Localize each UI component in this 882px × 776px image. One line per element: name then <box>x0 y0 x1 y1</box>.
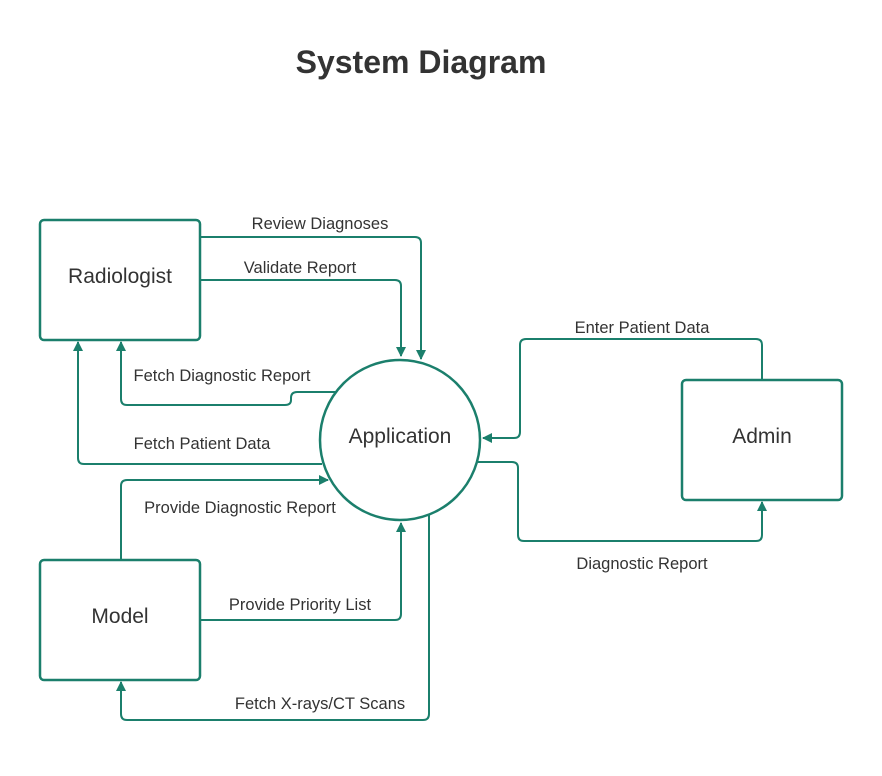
edge-fetch-xrays <box>116 514 430 721</box>
edge-enter-patient-data <box>482 338 763 443</box>
edge-provide-priority-list <box>200 522 406 621</box>
edge-label-provide-diagnostic-report: Provide Diagnostic Report <box>144 499 336 517</box>
edge-label-review-diagnoses: Review Diagnoses <box>252 215 389 233</box>
edge-review-diagnoses <box>200 236 426 360</box>
edge-fetch-patient-data <box>73 341 322 465</box>
edge-fetch-diagnostic-report <box>116 341 336 406</box>
edge-validate-report <box>200 279 406 357</box>
edge-provide-diagnostic-report <box>120 475 329 560</box>
edge-label-fetch-diagnostic-report: Fetch Diagnostic Report <box>134 367 311 385</box>
edge-label-enter-patient-data: Enter Patient Data <box>575 319 711 337</box>
edge-label-validate-report: Validate Report <box>244 259 357 277</box>
admin-label: Admin <box>732 425 792 448</box>
model-label: Model <box>91 605 148 628</box>
diagram-title: System Diagram <box>295 44 547 80</box>
edge-label-fetch-patient-data: Fetch Patient Data <box>134 435 271 453</box>
edge-label-diagnostic-report: Diagnostic Report <box>576 555 708 573</box>
radiologist-label: Radiologist <box>68 265 172 288</box>
application-label: Application <box>349 425 452 448</box>
application-node <box>318 358 482 522</box>
edge-label-provide-priority-list: Provide Priority List <box>229 596 372 614</box>
edge-diagnostic-report <box>478 461 767 542</box>
edge-label-fetch-xrays: Fetch X-rays/CT Scans <box>235 695 405 713</box>
